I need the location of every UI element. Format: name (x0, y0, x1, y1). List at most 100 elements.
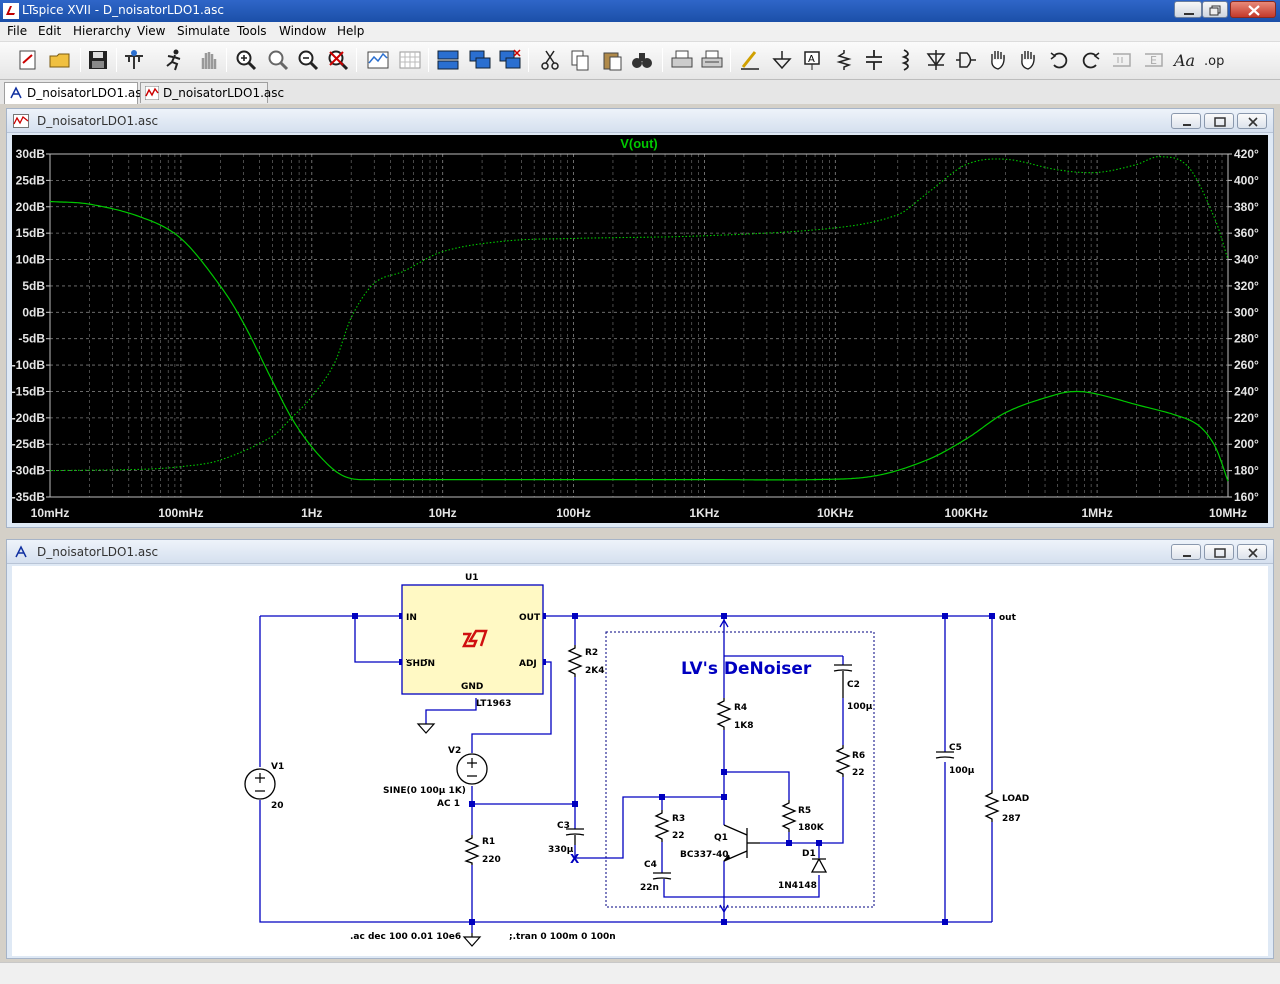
new-schematic-icon[interactable] (14, 46, 42, 74)
phase-trace[interactable] (50, 156, 1229, 472)
move-icon[interactable] (984, 46, 1012, 74)
y-tick-label: 15dB (16, 226, 46, 240)
diode-d1[interactable] (810, 857, 828, 873)
halt-icon[interactable] (194, 46, 222, 74)
copy-icon[interactable] (566, 46, 594, 74)
menu-hierarchy[interactable]: Hierarchy (73, 24, 132, 38)
resistor-load[interactable] (984, 790, 1000, 822)
resistor-r4[interactable] (716, 698, 732, 730)
plot-maximize-button[interactable] (1204, 113, 1234, 129)
drag-icon[interactable] (1014, 46, 1042, 74)
print-preview-icon[interactable] (698, 46, 726, 74)
bode-plot-svg[interactable]: 30dB25dB20dB15dB10dB5dB0dB-5dB-10dB-15dB… (12, 135, 1268, 523)
u1-value: LT1963 (476, 699, 511, 709)
d1-ref: D1 (802, 849, 816, 859)
resistor-r6[interactable] (835, 745, 851, 777)
menu-tools[interactable]: Tools (237, 24, 267, 38)
pan-icon[interactable] (264, 46, 292, 74)
capacitor-c2[interactable] (833, 664, 853, 698)
save-icon[interactable] (84, 46, 112, 74)
control-panel-icon[interactable] (120, 46, 148, 74)
open-folder-icon[interactable] (46, 46, 74, 74)
inductor-icon[interactable] (890, 46, 918, 74)
zoom-in-icon[interactable] (232, 46, 260, 74)
label-net-icon[interactable]: A (798, 46, 826, 74)
capacitor-c5[interactable] (935, 751, 955, 759)
magnitude-trace[interactable] (49, 200, 1229, 482)
tran-directive[interactable]: ;.tran 0 100m 0 100n (509, 932, 616, 942)
resistor-r1[interactable] (464, 835, 480, 865)
lt-logo-icon (461, 629, 488, 648)
capacitor-c3[interactable] (565, 828, 585, 845)
schematic-canvas[interactable]: U1 IN OUT SHDN ADJ GND LT1963 V1 20 V2 S… (12, 566, 1268, 956)
tab-waveform[interactable]: D_noisatorLDO1.asc (140, 82, 284, 103)
autorange-icon[interactable] (364, 46, 392, 74)
text-icon[interactable]: Aa (1170, 46, 1198, 74)
print-icon[interactable] (668, 46, 696, 74)
rotate-icon[interactable] (1108, 46, 1136, 74)
y-tick-label: 0dB (22, 305, 45, 319)
ldo-regulator-u1[interactable] (401, 584, 544, 695)
y-tick-label: -15dB (12, 384, 45, 398)
undo-icon[interactable] (1046, 46, 1074, 74)
ground-icon (462, 933, 482, 947)
y-right-tick-label: 160° (1234, 490, 1259, 504)
c3-ref: C3 (557, 821, 570, 831)
schematic-svg[interactable]: U1 IN OUT SHDN ADJ GND LT1963 V1 20 V2 S… (12, 566, 1268, 956)
close-button[interactable] (1230, 1, 1276, 18)
tile-horizontal-icon[interactable] (434, 46, 462, 74)
plot-minimize-button[interactable] (1171, 113, 1201, 129)
ground-icon[interactable] (768, 46, 796, 74)
resistor-r2[interactable] (567, 645, 583, 677)
mirror-icon[interactable]: E (1140, 46, 1168, 74)
restore-button[interactable] (1202, 1, 1228, 18)
tab-schematic[interactable]: D_noisatorLDO1.asc (4, 82, 148, 104)
y-right-tick-label: 240° (1234, 384, 1259, 398)
schematic-minimize-button[interactable] (1171, 544, 1201, 560)
voltage-source-v1[interactable] (244, 768, 276, 800)
schematic-close-button[interactable] (1237, 544, 1267, 560)
x-tick-label: 1KHz (689, 506, 719, 520)
diode-icon[interactable] (922, 46, 950, 74)
paste-icon[interactable] (598, 46, 626, 74)
menu-simulate[interactable]: Simulate (177, 24, 231, 38)
menu-view[interactable]: View (137, 24, 166, 38)
ac-directive[interactable]: .ac dec 100 0.01 10e6 (350, 932, 461, 942)
capacitor-icon[interactable] (860, 46, 888, 74)
redo-icon[interactable] (1076, 46, 1104, 74)
v2-value: SINE(0 100µ 1K) (383, 786, 466, 796)
c2-ref: C2 (847, 680, 860, 690)
cut-icon[interactable] (536, 46, 564, 74)
component-icon[interactable] (952, 46, 980, 74)
y-right-tick-label: 360° (1234, 226, 1259, 240)
ground-icon (416, 723, 436, 734)
capacitor-c4[interactable] (652, 872, 672, 880)
trace-title[interactable]: V(out) (620, 136, 658, 151)
close-windows-icon[interactable] (496, 46, 524, 74)
x-tick-label: 100mHz (158, 506, 203, 520)
zoom-out-icon[interactable] (294, 46, 322, 74)
menu-window[interactable]: Window (279, 24, 327, 38)
transistor-q1[interactable] (723, 824, 760, 862)
plot-window-title: D_noisatorLDO1.asc (37, 114, 159, 128)
minimize-button[interactable] (1174, 1, 1202, 18)
schematic-maximize-button[interactable] (1204, 544, 1234, 560)
run-icon[interactable] (160, 46, 188, 74)
zoom-full-icon[interactable] (324, 46, 352, 74)
find-icon[interactable] (628, 46, 656, 74)
menu-help[interactable]: Help (337, 24, 365, 38)
schematic-window-title: D_noisatorLDO1.asc (37, 545, 159, 559)
draw-wire-icon[interactable] (736, 46, 764, 74)
resistor-r5[interactable] (781, 800, 797, 832)
plot-close-button[interactable] (1237, 113, 1267, 129)
spice-directive-icon[interactable]: .op (1200, 46, 1228, 74)
cascade-icon[interactable] (466, 46, 494, 74)
grid-icon[interactable] (396, 46, 424, 74)
resistor-icon[interactable] (830, 46, 858, 74)
probe-marker: X (570, 852, 580, 866)
resistor-r3[interactable] (654, 810, 670, 842)
menu-file[interactable]: File (7, 24, 28, 38)
voltage-source-v2[interactable] (456, 753, 488, 785)
menu-edit[interactable]: Edit (38, 24, 62, 38)
